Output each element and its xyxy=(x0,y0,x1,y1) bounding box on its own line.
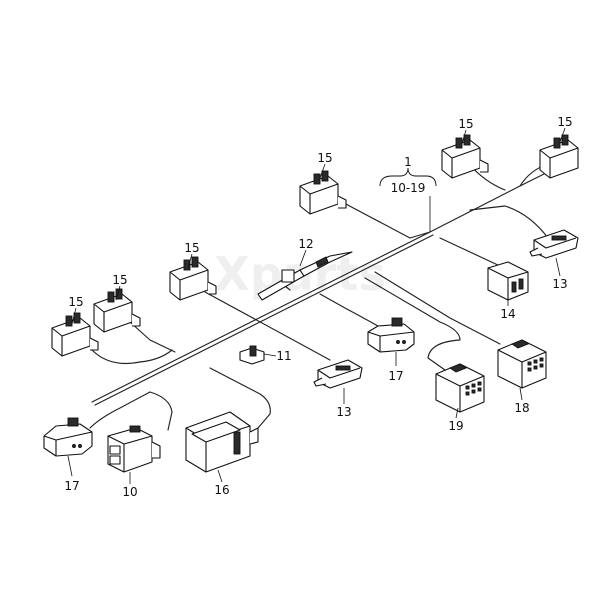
connector-15-a xyxy=(51,312,99,357)
callout-15-d: 15 xyxy=(184,241,199,255)
callout-10: 10 xyxy=(122,485,137,499)
callout-15-b: 15 xyxy=(112,273,127,287)
connector-15-d xyxy=(169,256,217,301)
connector-10 xyxy=(107,425,161,473)
connector-18 xyxy=(497,339,547,389)
leader-lines xyxy=(67,127,566,484)
connector-14 xyxy=(487,261,529,301)
callout-15-f: 15 xyxy=(557,115,572,129)
pin-grid-19 xyxy=(465,381,482,396)
callout-17-middle: 17 xyxy=(388,369,403,383)
group-label: 1 xyxy=(404,155,412,169)
connector-15-e xyxy=(441,134,489,179)
connector-15-b xyxy=(93,288,141,333)
cable-tie-12 xyxy=(257,251,353,301)
connector-13-center xyxy=(313,359,363,389)
connector-17-middle xyxy=(367,317,415,353)
callout-16: 16 xyxy=(214,483,229,497)
connector-17-left xyxy=(43,417,93,457)
clip-11 xyxy=(239,345,265,365)
callout-12: 12 xyxy=(298,237,313,251)
callout-11: 11 xyxy=(276,349,291,363)
connector-13-right xyxy=(529,229,579,259)
group-bracket xyxy=(379,167,437,187)
callout-15-e: 15 xyxy=(458,117,473,131)
callout-14: 14 xyxy=(500,307,515,321)
connector-15-c xyxy=(299,170,347,215)
callout-13-right: 13 xyxy=(552,277,567,291)
callout-15-c: 15 xyxy=(317,151,332,165)
harness-wires xyxy=(89,163,561,431)
callout-15-a: 15 xyxy=(68,295,83,309)
connector-15-f xyxy=(539,134,579,179)
callout-19: 19 xyxy=(448,419,463,433)
callout-18: 18 xyxy=(514,401,529,415)
connector-19 xyxy=(435,363,485,413)
group-range-label: 10-19 xyxy=(391,181,426,195)
connector-16 xyxy=(185,411,259,473)
pin-grid-18 xyxy=(527,357,544,372)
callout-17-left: 17 xyxy=(64,479,79,493)
callout-13-center: 13 xyxy=(336,405,351,419)
